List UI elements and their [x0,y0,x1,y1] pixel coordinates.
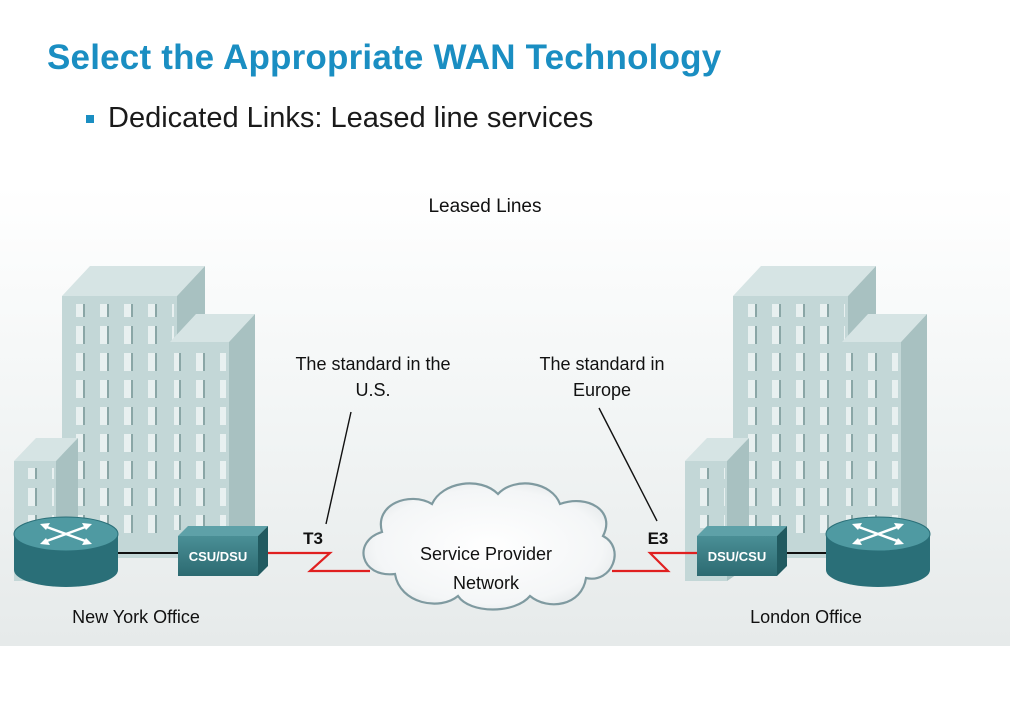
europe-standard-note-line1: The standard in [539,354,664,374]
service-provider-cloud-icon [362,482,616,611]
new-york-office-label: New York Office [72,607,200,627]
e3-serial-link [612,551,700,573]
t3-serial-link [266,551,370,573]
dsu-csu-label: DSU/CSU [708,549,767,564]
cloud-label-line2: Network [453,573,520,593]
new-york-router-icon [13,516,119,587]
new-york-csu-dsu-device [178,526,268,576]
bullet-square-icon [86,115,94,123]
diagram-heading: Leased Lines [428,196,541,217]
us-standard-note-line2: U.S. [355,380,390,400]
us-callout-leader [325,411,352,525]
london-office-label: London Office [750,607,862,627]
london-router-icon [825,516,931,587]
europe-standard-note-line2: Europe [573,380,631,400]
leased-lines-diagram: Leased Lines The standard in the U.S. Th… [0,186,1010,646]
e3-label: E3 [648,529,669,548]
csu-dsu-label: CSU/DSU [189,549,248,564]
cloud-label-line1: Service Provider [420,544,552,564]
t3-label: T3 [303,529,323,548]
london-dsu-csu-device [697,526,787,576]
new-york-buildings [14,266,255,581]
us-standard-note-line1: The standard in the [295,354,450,374]
bullet-text: Dedicated Links: Leased line services [108,101,594,134]
slide-title: Select the Appropriate WAN Technology [47,38,722,77]
europe-callout-leader [598,407,658,522]
bullet-item: Dedicated Links: Leased line services [86,100,593,136]
